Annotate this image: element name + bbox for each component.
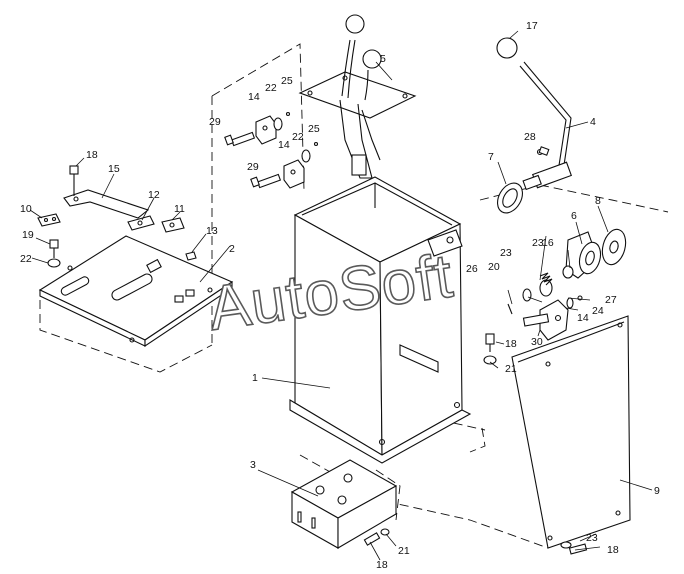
part-label-10: 10 [20, 203, 32, 215]
lever-with-knob [496, 37, 573, 191]
part-label-23-b: 23 [532, 237, 544, 249]
part-label-4: 4 [590, 116, 596, 128]
small-brackets [37, 165, 197, 268]
part-label-5: 5 [380, 53, 386, 65]
bracket-with-pin [522, 299, 569, 341]
part-label-17: 17 [526, 20, 538, 32]
part-label-18-cover: 18 [607, 544, 619, 556]
part-label-14-upper: 14 [248, 91, 260, 103]
part-label-15: 15 [108, 163, 120, 175]
part-label-18-left: 18 [86, 149, 98, 161]
base-plate [38, 235, 234, 348]
part-label-2: 2 [229, 243, 235, 255]
part-label-28: 28 [524, 131, 536, 143]
leader-lines [29, 30, 653, 561]
part-label-21-bottom: 21 [398, 545, 410, 557]
part-label-20: 20 [488, 261, 500, 273]
lower-bracket [290, 459, 398, 549]
part-label-30: 30 [531, 336, 543, 348]
part-label-23-a: 23 [500, 247, 512, 259]
part-label-12: 12 [148, 189, 160, 201]
part-label-14-right: 14 [577, 312, 589, 324]
part-label-18-side: 18 [505, 338, 517, 350]
part-label-18-bottom: 18 [376, 559, 388, 571]
housing-body [289, 176, 472, 464]
part-label-24: 24 [592, 305, 604, 317]
ring-part [497, 182, 523, 214]
part-label-13: 13 [206, 225, 218, 237]
part-label-22-upper: 22 [265, 82, 277, 94]
shifter-assembly [298, 14, 417, 179]
part-label-11: 11 [174, 203, 185, 215]
part-label-27: 27 [605, 294, 617, 306]
part-label-8: 8 [595, 195, 601, 207]
part-label-22-left: 22 [20, 253, 32, 265]
part-label-14-middle: 14 [278, 139, 290, 151]
part-label-29-upper: 29 [209, 116, 221, 128]
cover-plate [511, 315, 631, 549]
pin-brackets-upper [224, 111, 319, 189]
spring-washer-set [507, 265, 583, 315]
part-label-7: 7 [488, 151, 494, 163]
side-bolts [483, 333, 497, 365]
part-label-21-side: 21 [505, 363, 517, 375]
part-label-3: 3 [250, 459, 256, 471]
small-clip-28 [538, 146, 550, 156]
part-label-26: 26 [466, 263, 478, 275]
part-label-1: 1 [252, 372, 258, 384]
cover-bolts [560, 541, 588, 555]
part-label-25-upper: 25 [281, 75, 293, 87]
part-label-23-cover: 23 [586, 532, 598, 544]
disc-parts [565, 228, 627, 279]
part-number-labels: 1 2 3 4 5 6 7 8 9 10 11 12 13 14 14 14 1… [20, 20, 660, 571]
part-label-25-middle: 25 [308, 123, 320, 135]
part-label-9: 9 [654, 485, 660, 497]
part-label-29-lower: 29 [247, 161, 259, 173]
part-label-6: 6 [571, 210, 577, 222]
part-label-16: 16 [542, 237, 554, 249]
part-label-19: 19 [22, 229, 34, 241]
part-label-22-middle: 22 [292, 131, 304, 143]
